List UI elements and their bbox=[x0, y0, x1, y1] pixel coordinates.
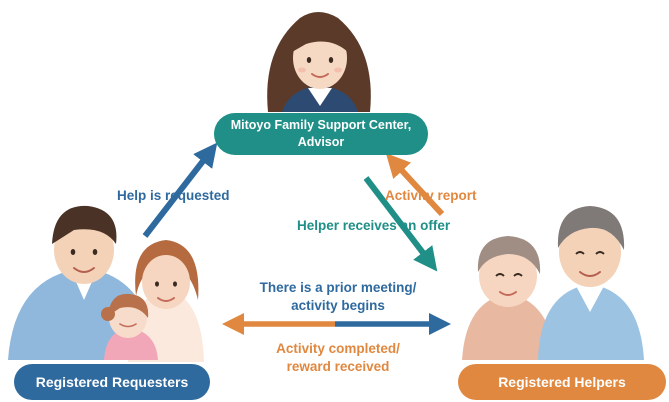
helpers-illustration bbox=[462, 206, 644, 360]
registered-helpers-node: Registered Helpers bbox=[458, 364, 666, 400]
activity-completed-label: Activity completed/ reward received bbox=[238, 340, 438, 375]
prior-meeting-line1: There is a prior meeting/ bbox=[259, 280, 417, 295]
requesters-label: Registered Requesters bbox=[35, 373, 189, 390]
support-center-line2: Advisor bbox=[297, 135, 345, 149]
helper-offer-arrow bbox=[363, 176, 438, 272]
support-center-line1: Mitoyo Family Support Center, bbox=[230, 118, 412, 133]
advisor-illustration bbox=[267, 12, 371, 112]
prior-meeting-line2: activity begins bbox=[291, 297, 385, 313]
requesters-illustration bbox=[8, 205, 204, 362]
prior-meeting-label: There is a prior meeting/ activity begin… bbox=[238, 279, 438, 314]
helper-offer-label: Helper receives an offer bbox=[297, 218, 451, 233]
activity-completed-line1: Activity completed/ bbox=[276, 341, 400, 356]
support-center-node: Mitoyo Family Support Center, Advisor bbox=[214, 113, 428, 155]
activity-report-arrow bbox=[385, 153, 445, 217]
registered-requesters-node: Registered Requesters bbox=[14, 364, 210, 400]
activity-report-label: Activity report bbox=[385, 188, 477, 203]
activity-completed-line2: reward received bbox=[286, 358, 390, 374]
helpers-label: Registered Helpers bbox=[498, 373, 626, 390]
help-requested-label: Help is requested bbox=[117, 188, 230, 203]
help-requested-arrow bbox=[142, 142, 218, 238]
